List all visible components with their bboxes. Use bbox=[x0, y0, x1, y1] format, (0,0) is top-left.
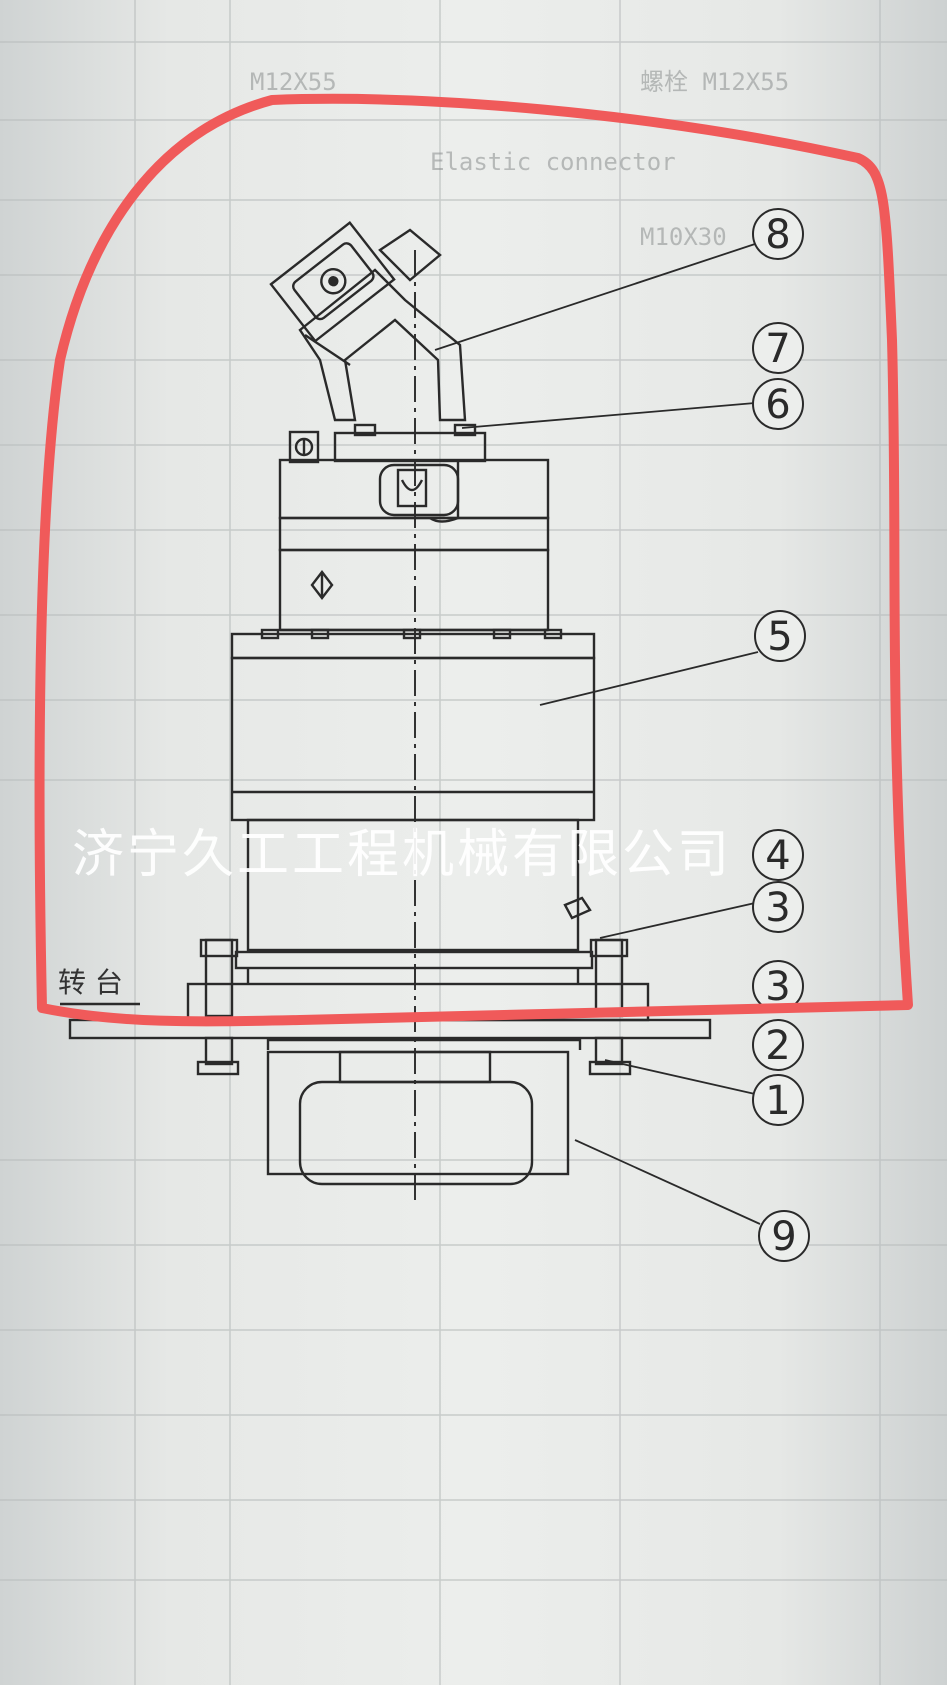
callout-7: 7 bbox=[752, 322, 804, 374]
callout-balloons: 8 7 6 5 4 3 3 2 1 9 bbox=[752, 208, 810, 1262]
callout-2: 2 bbox=[752, 1019, 804, 1071]
background-table-text: 螺栓 M12X55 Elastic connector M10X30 M12X5… bbox=[250, 68, 789, 251]
gearbox-housing bbox=[230, 656, 596, 822]
svg-text:4: 4 bbox=[765, 833, 790, 879]
svg-text:5: 5 bbox=[767, 614, 792, 660]
callout-8: 8 bbox=[752, 208, 804, 260]
motor-elbow-fitting bbox=[269, 221, 396, 343]
gearbox-lower-housing bbox=[246, 818, 580, 952]
red-highlight-outline bbox=[34, 93, 913, 1027]
svg-text:8: 8 bbox=[765, 212, 790, 258]
callout-1: 1 bbox=[752, 1074, 804, 1126]
svg-text:3: 3 bbox=[765, 885, 790, 931]
ghost-text-1: 螺栓 M12X55 bbox=[640, 68, 789, 96]
svg-text:9: 9 bbox=[771, 1214, 796, 1260]
callout-4: 4 bbox=[752, 829, 804, 881]
callout-3-lower: 3 bbox=[752, 960, 804, 1012]
ghost-text-4: M12X55 bbox=[250, 68, 337, 96]
callout-6: 6 bbox=[752, 378, 804, 430]
callout-3-upper: 3 bbox=[752, 881, 804, 933]
svg-text:6: 6 bbox=[765, 382, 790, 428]
svg-text:1: 1 bbox=[765, 1078, 790, 1124]
svg-text:2: 2 bbox=[765, 1023, 790, 1069]
turntable-label: 转 台 bbox=[58, 966, 123, 999]
ghost-text-2: Elastic connector bbox=[430, 148, 676, 176]
callout-9: 9 bbox=[758, 1210, 810, 1262]
elbow-body bbox=[298, 268, 467, 422]
callout-5: 5 bbox=[754, 610, 806, 662]
company-watermark: 济宁久工工程机械有限公司 bbox=[72, 825, 732, 885]
assembly-outline bbox=[60, 221, 712, 1186]
leader-lines bbox=[434, 243, 761, 1225]
svg-text:7: 7 bbox=[765, 326, 790, 372]
output-pinion bbox=[266, 1050, 570, 1176]
plug-fitting bbox=[288, 430, 320, 464]
svg-text:3: 3 bbox=[765, 964, 790, 1010]
ghost-text-3: M10X30 bbox=[640, 223, 727, 251]
